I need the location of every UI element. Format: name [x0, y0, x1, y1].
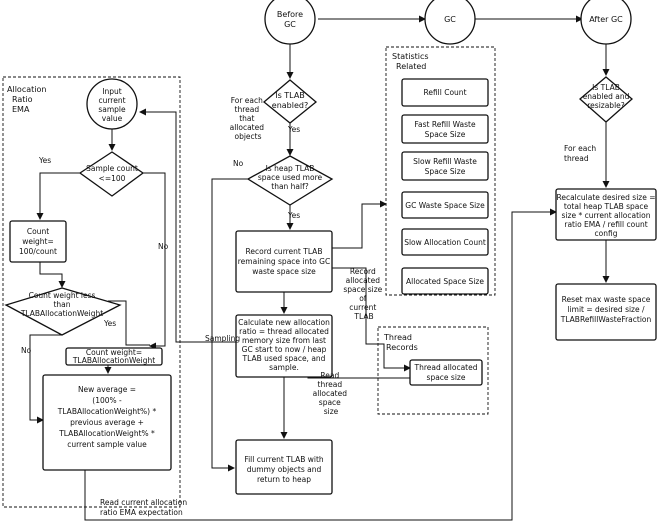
sample-count-decision: Sample count<=100 [78, 151, 145, 197]
svg-text:Count weight=TLABAllocationWei: Count weight=TLABAllocationWeight [72, 348, 155, 365]
stat-gc-waste-box: GC Waste Space Size [401, 191, 489, 219]
thread-records-region [377, 326, 489, 415]
edge-label-yes-weight: Yes [103, 319, 116, 328]
svg-text:Allocated Space Size: Allocated Space Size [406, 277, 484, 286]
gc-node: GC [424, 0, 476, 45]
edge-label-yes-sample: Yes [38, 156, 51, 165]
stat-allocated-space-box: Allocated Space Size [401, 267, 489, 295]
edge-label-yes-tlab: Yes [287, 125, 300, 134]
edge-count-weight-to-decision [39, 262, 66, 288]
edge-label-read-current-ema: Read current allocation ratio EMA expect… [100, 498, 190, 517]
edge-sample-count-yes [36, 172, 80, 220]
svg-text:GC Waste Space Size: GC Waste Space Size [405, 201, 485, 210]
edge-heap-half-no [211, 178, 248, 472]
edge-label-no-half: No [233, 159, 244, 168]
edge-sample-count-no [143, 172, 166, 350]
edge-sampling-to-input [139, 108, 236, 343]
after-gc-node: After GC [580, 0, 632, 45]
svg-text:Recalculate desired size =tota: Recalculate desired size =total heap TLA… [556, 193, 655, 238]
edge-label-no-sample: No [158, 242, 169, 251]
stat-slow-allocation-box: Slow Allocation Count [401, 228, 489, 256]
edge-label-yes-half: Yes [287, 211, 300, 220]
new-average-box: New average =(100% -TLABAllocationWeight… [42, 374, 172, 471]
edge-record-to-gc-waste [332, 200, 387, 249]
svg-text:GC: GC [444, 15, 456, 24]
edge-read-ema [84, 208, 557, 521]
edge-label-sampling: Sampling [205, 334, 240, 343]
svg-text:After GC: After GC [589, 15, 623, 24]
edge-weight-yes [108, 300, 150, 346]
svg-text:Sample count<=100: Sample count<=100 [86, 164, 138, 183]
edge-label-read-thread-allocated: Read thread allocated space size [313, 371, 350, 416]
edge-label-for-each-thread-allocated: For each thread that allocated objects [230, 96, 267, 141]
svg-text:Slow Allocation Count: Slow Allocation Count [404, 238, 486, 247]
allocation-ratio-ema-region [2, 76, 181, 508]
edge-label-record-allocated: Record allocated space size of current T… [343, 267, 384, 321]
statistics-related-region [385, 46, 496, 296]
svg-text:New average =(100% -TLABAlloca: New average =(100% -TLABAllocationWeight… [57, 385, 157, 449]
edge-record-to-thread-allocated [332, 267, 411, 372]
thread-records-label: Thread Records [383, 333, 418, 352]
recalculate-size-box: Recalculate desired size =total heap TLA… [555, 188, 657, 241]
stat-refill-count-box: Refill Count [401, 78, 489, 107]
statistics-related-label: Statistics Related [392, 52, 431, 71]
count-weight-tlab-box: Count weight=TLABAllocationWeight [65, 347, 163, 366]
allocation-ratio-ema-label: Allocation Ratio EMA [7, 85, 49, 114]
edge-label-no-weight: No [21, 346, 32, 355]
svg-text:Refill Count: Refill Count [423, 88, 466, 97]
edge-weight-no [29, 334, 62, 424]
edge-label-for-each-thread: For each thread [564, 144, 599, 163]
